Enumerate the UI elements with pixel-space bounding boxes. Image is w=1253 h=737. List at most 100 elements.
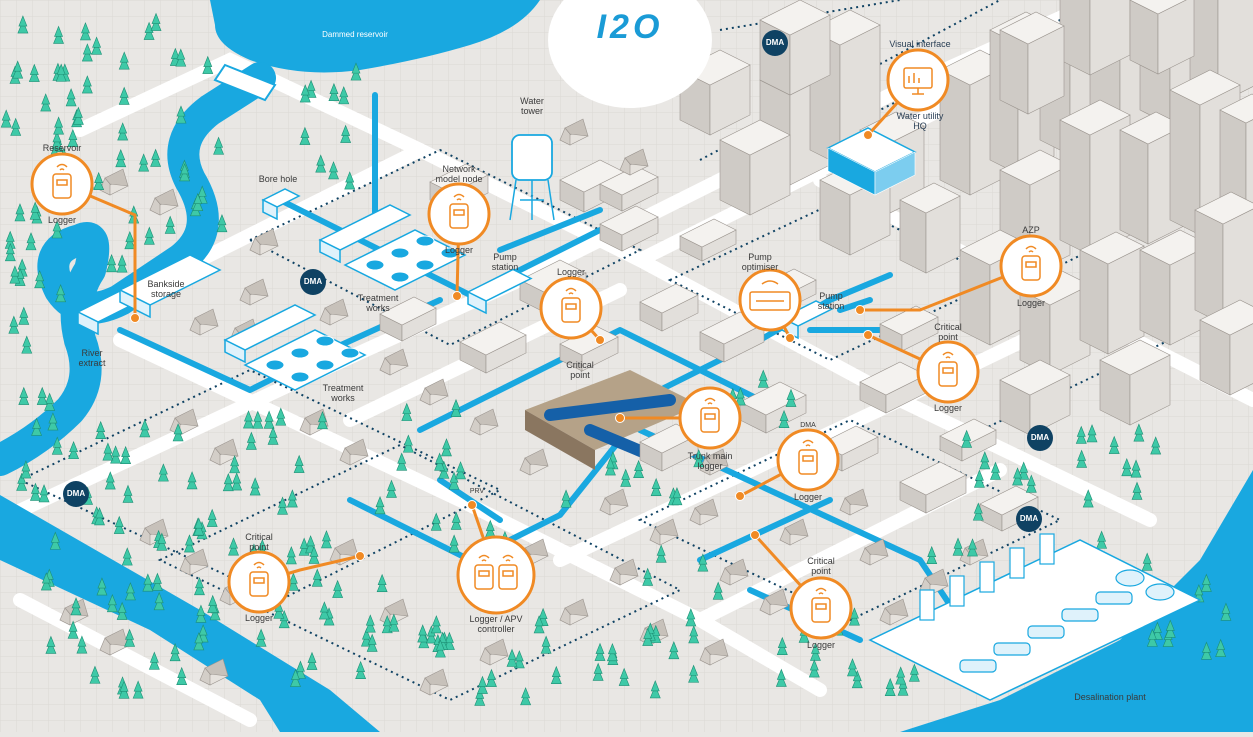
- city-building: [1199, 299, 1253, 396]
- house: [149, 188, 179, 216]
- logger-icon: [52, 163, 72, 199]
- dma-logger: [776, 428, 840, 492]
- tree: [1108, 435, 1120, 454]
- optimiser-icon: [749, 280, 791, 311]
- house: [209, 438, 239, 466]
- tree: [51, 220, 63, 239]
- tree: [142, 573, 154, 592]
- tree: [848, 607, 860, 626]
- tree: [192, 192, 204, 212]
- tree: [65, 88, 77, 107]
- logger-icon: [938, 351, 958, 387]
- house: [699, 638, 729, 666]
- tree: [121, 547, 133, 566]
- tree: [93, 171, 105, 191]
- tree: [18, 306, 30, 325]
- tree: [734, 387, 746, 406]
- town-building: [939, 418, 997, 462]
- tree: [434, 639, 446, 658]
- tree: [1096, 530, 1108, 549]
- house: [619, 148, 649, 176]
- house: [379, 348, 409, 376]
- critical-point-logger-south: [789, 576, 853, 640]
- house: [239, 278, 269, 306]
- house: [99, 628, 129, 656]
- tree: [486, 668, 497, 687]
- tree: [520, 687, 532, 706]
- tree: [40, 93, 52, 112]
- tree: [172, 423, 184, 442]
- tree: [96, 577, 108, 596]
- house: [599, 488, 629, 516]
- critical-point-logger-center: [539, 276, 603, 340]
- tree: [1201, 641, 1212, 660]
- tree: [344, 171, 356, 190]
- tree: [36, 386, 48, 405]
- tree: [245, 431, 257, 450]
- tree: [1012, 467, 1023, 486]
- tree: [388, 613, 400, 632]
- house: [419, 378, 449, 406]
- tree: [443, 631, 455, 650]
- tree: [206, 508, 218, 527]
- dma-badge: DMA: [1016, 506, 1042, 532]
- tree: [249, 477, 261, 496]
- tree: [450, 511, 462, 530]
- tree: [441, 438, 452, 457]
- label-water-tower: Water tower: [520, 96, 544, 116]
- logger-apv-controller-label: Logger / APV controller: [469, 614, 523, 634]
- tree: [364, 614, 376, 633]
- tree: [293, 454, 305, 473]
- tree: [53, 25, 64, 44]
- critical-point-west-bottom-label: Logger: [244, 613, 274, 623]
- tree: [148, 651, 160, 670]
- tree: [106, 253, 118, 273]
- tree: [550, 665, 562, 684]
- tree: [376, 573, 388, 592]
- house: [559, 598, 589, 626]
- tree: [183, 534, 195, 553]
- tree: [318, 601, 330, 620]
- tree: [207, 594, 219, 613]
- tree: [299, 126, 311, 145]
- tree: [143, 226, 155, 245]
- house: [519, 448, 549, 476]
- house: [839, 488, 869, 516]
- critical-point-center-top-label: Logger: [556, 267, 586, 277]
- tree: [1131, 481, 1143, 500]
- logger-icon: [449, 193, 469, 229]
- tree: [29, 201, 41, 220]
- tree: [757, 369, 769, 388]
- azp-logger-top-label: AZP: [1022, 225, 1040, 235]
- logger-icon: [474, 554, 518, 590]
- logger-apv-controller: [456, 535, 536, 615]
- house: [419, 668, 449, 696]
- tree: [374, 496, 386, 515]
- house: [559, 118, 589, 146]
- dma-badge: DMA: [1027, 425, 1053, 451]
- tree: [124, 230, 136, 250]
- tree: [533, 615, 545, 634]
- tree: [633, 459, 645, 479]
- tree: [477, 675, 488, 694]
- treatment-works-north: [318, 204, 412, 264]
- reservoir-logger: [30, 152, 94, 216]
- critical-point-east-top-label: Critical point: [934, 322, 962, 342]
- tree: [671, 487, 683, 506]
- tree: [95, 420, 107, 440]
- tree: [29, 482, 41, 501]
- pump-optimiser-top-label: Pump optimiser: [741, 252, 779, 272]
- reservoir-logger-bottom-label: Logger: [47, 215, 77, 225]
- visual-interface-top-label: Visual interface: [889, 39, 951, 49]
- tree: [81, 75, 93, 94]
- tree: [175, 48, 187, 67]
- tree: [51, 131, 63, 150]
- tree: [1215, 638, 1227, 657]
- treatment-tanks-north: [343, 229, 467, 291]
- tree: [104, 471, 116, 490]
- tree: [193, 632, 205, 651]
- tree: [808, 659, 820, 678]
- city-building: [1079, 231, 1145, 355]
- tree: [1133, 423, 1145, 442]
- house: [99, 168, 129, 196]
